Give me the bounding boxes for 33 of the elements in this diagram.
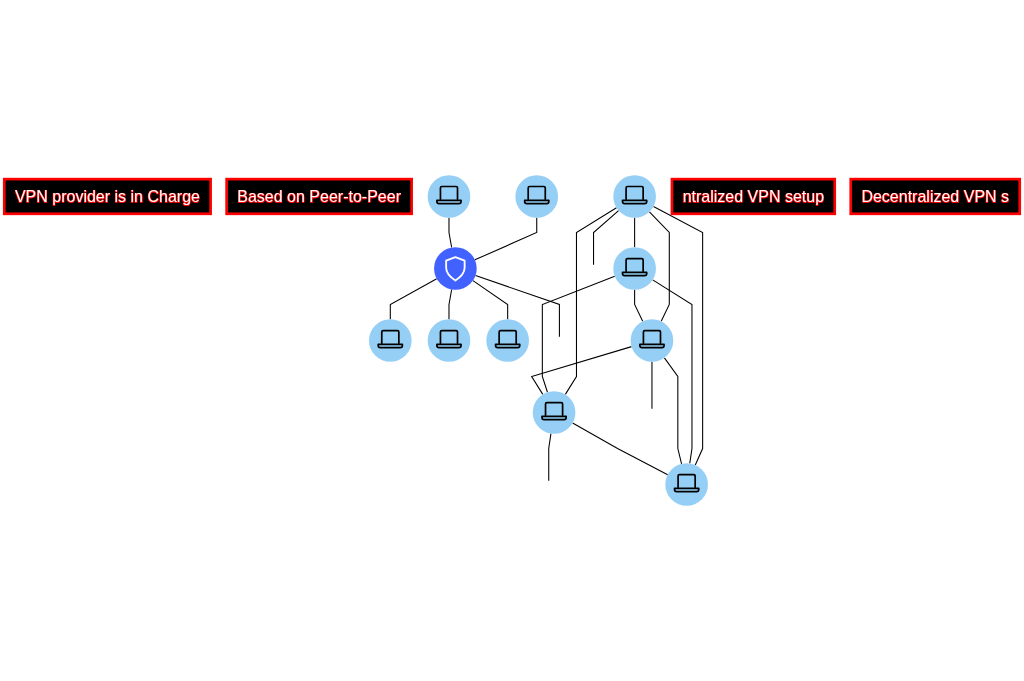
node-circle xyxy=(665,463,708,506)
node-circle xyxy=(486,319,529,362)
node-circle xyxy=(427,175,471,218)
connector xyxy=(648,211,670,322)
node-circle xyxy=(613,247,656,290)
node-circle xyxy=(532,391,576,434)
connector xyxy=(663,357,683,465)
node-circle xyxy=(434,247,477,290)
node-box: ntralized VPN setup xyxy=(670,177,837,216)
node-circle xyxy=(368,319,412,362)
node-box: Based on Peer-to-Peer xyxy=(225,177,413,216)
node-circle xyxy=(613,175,656,218)
node-circle xyxy=(515,175,559,218)
connector xyxy=(593,210,620,266)
node-box: Decentralized VPN s xyxy=(849,177,1022,216)
node-circle xyxy=(630,319,674,362)
node-box: VPN provider is in Charge xyxy=(2,177,212,216)
connector xyxy=(548,433,552,482)
connector xyxy=(448,288,453,320)
connector xyxy=(634,217,636,248)
node-circle xyxy=(427,319,471,362)
connector xyxy=(564,207,617,395)
connector xyxy=(572,422,669,476)
connector xyxy=(652,279,693,464)
connector xyxy=(475,274,560,338)
connector xyxy=(530,346,633,395)
connector xyxy=(652,205,704,466)
connector xyxy=(474,217,538,261)
connector xyxy=(389,278,438,320)
connector xyxy=(472,280,509,320)
connector xyxy=(448,217,453,248)
connector xyxy=(541,275,616,393)
connector xyxy=(634,289,644,322)
